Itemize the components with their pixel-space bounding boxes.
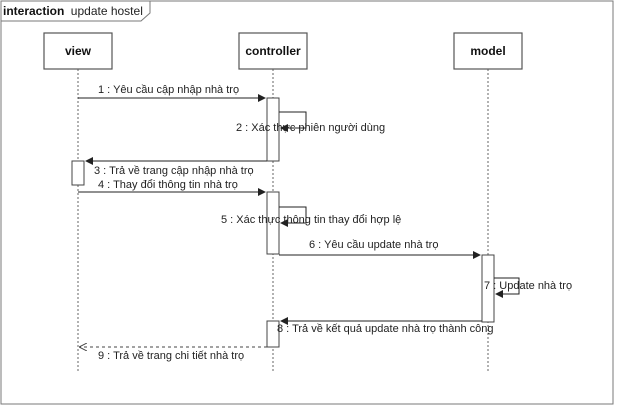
message-label-6: 6 : Yêu cầu update nhà trọ <box>309 239 438 251</box>
frame-title: interaction update hostel <box>3 2 143 19</box>
message-label-7: 7 : Update nhà trọ <box>484 280 572 292</box>
frame-name: update hostel <box>71 4 143 18</box>
frame-title-tab <box>0 0 151 22</box>
lifeline-label-model: model <box>470 44 505 58</box>
message-arrow-7 <box>494 277 520 298</box>
lifeline-view: view <box>43 32 113 373</box>
lifeline-label-controller: controller <box>245 44 301 58</box>
activation-controller-2 <box>266 191 280 255</box>
message-label-2: 2 : Xác thực phiên người dùng <box>236 122 385 134</box>
activation-model-1 <box>481 254 495 323</box>
message-label-3: 3 : Trả về trang cập nhập nhà trọ <box>94 165 254 177</box>
message-label-5: 5 : Xác thực thông tin thay đổi hợp lệ <box>221 214 401 226</box>
activation-controller-1 <box>266 97 280 162</box>
lifeline-head-view[interactable] <box>43 32 113 70</box>
lifeline-label-view: view <box>65 44 92 58</box>
message-label-9: 9 : Trả về trang chi tiết nhà trọ <box>98 350 244 362</box>
lifeline-model: model <box>453 32 523 373</box>
message-label-4: 4 : Thay đổi thông tin nhà trọ <box>98 179 238 191</box>
activation-view-1 <box>71 160 85 186</box>
frame-keyword: interaction <box>3 4 64 18</box>
message-arrow-5 <box>279 206 307 227</box>
message-arrow-2 <box>279 111 307 132</box>
message-label-8: 8 : Trả về kết quả update nhà trọ thành … <box>277 323 494 335</box>
lifeline-head-model[interactable] <box>453 32 523 70</box>
lifeline-head-controller[interactable] <box>238 32 308 70</box>
activation-controller-3 <box>266 320 280 348</box>
message-label-1: 1 : Yêu cầu cập nhập nhà trọ <box>98 84 239 96</box>
